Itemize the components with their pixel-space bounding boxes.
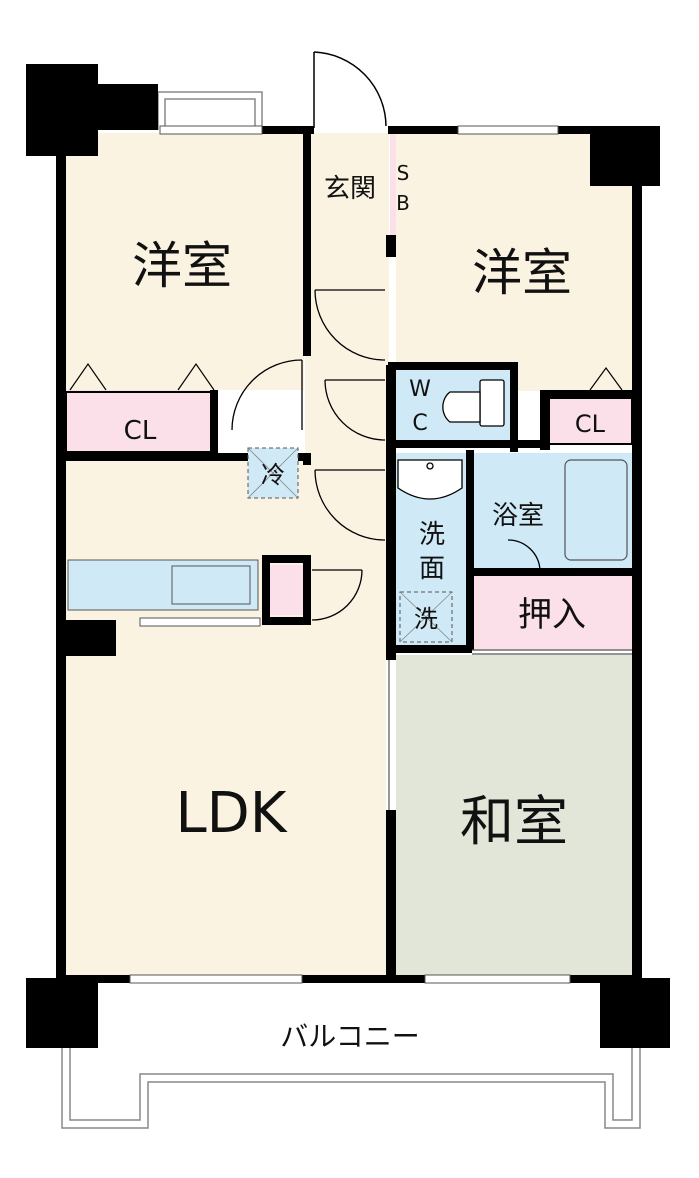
wc-label-w: W: [409, 377, 431, 402]
toilet-fixture: [442, 379, 505, 427]
walls: [26, 64, 670, 1048]
bathtub: [564, 459, 628, 561]
fridge-space: [247, 447, 299, 499]
small-balcony-left: [157, 91, 263, 130]
washer-label: 洗: [414, 605, 438, 633]
windows: [129, 125, 571, 984]
western-room-left: [66, 133, 304, 390]
room-label-ldk: LDK: [175, 781, 287, 846]
washroom-label-2: 面: [419, 554, 445, 584]
door-swings: [231, 289, 541, 621]
pantry: [270, 565, 304, 615]
entrance-door: [313, 51, 387, 128]
closet-left-outline: [65, 391, 213, 453]
kitchen-counter: [67, 559, 259, 611]
balcony-label: バルコニー: [280, 1020, 419, 1053]
closet-left: [66, 390, 216, 455]
room-label-western-left: 洋室: [132, 237, 232, 295]
ldk-room: [66, 565, 386, 975]
wc-label-c: C: [412, 411, 427, 436]
japanese-room: [396, 655, 632, 975]
closet-right: [548, 398, 632, 444]
shoe-box-label-s: S: [397, 161, 410, 185]
balcony: [61, 978, 641, 1129]
fridge-label: 冷: [261, 461, 285, 489]
room-label-western-right: 洋室: [472, 244, 572, 302]
kitchen-sink: [171, 565, 251, 605]
oshiire-label: 押入: [518, 595, 586, 635]
closet-door-marks: [69, 362, 623, 391]
room-label-entrance: 玄関: [324, 174, 376, 204]
closet-right-outline: [547, 397, 633, 445]
hallway: [305, 235, 389, 565]
room-label-bathroom: 浴室: [492, 501, 544, 531]
closet-label-left: CL: [124, 416, 157, 446]
shoe-box-label-b: B: [396, 191, 410, 215]
washer-space: [399, 591, 453, 643]
oshiire-closet: [472, 575, 632, 650]
closet-label-right: CL: [575, 410, 606, 438]
entrance-area: [305, 133, 389, 235]
room-label-japanese: 和室: [460, 790, 568, 853]
washbasin: [397, 459, 463, 500]
washroom-label-1: 洗: [419, 520, 445, 550]
sliding-doors: [388, 649, 632, 810]
